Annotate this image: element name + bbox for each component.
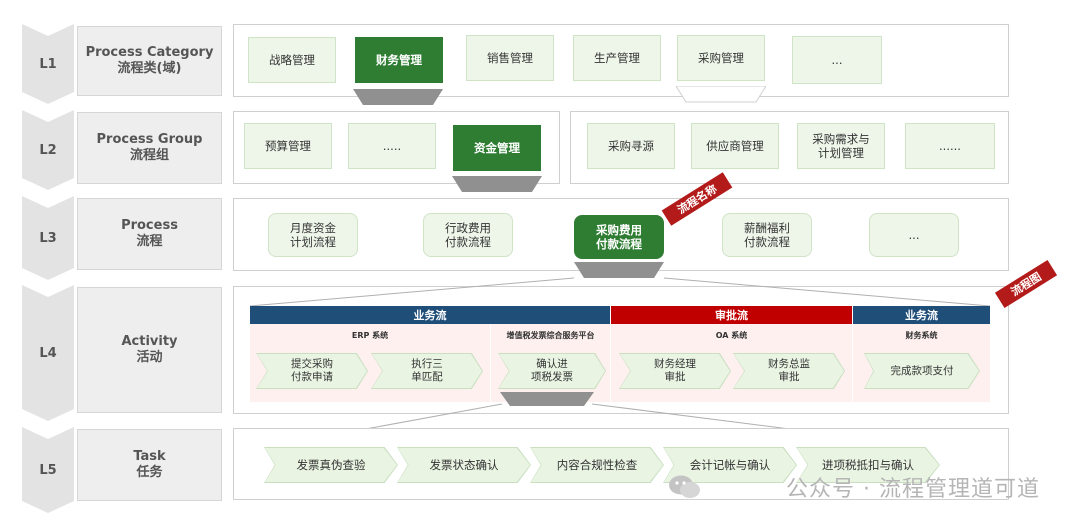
arrow-down-icon [574,262,664,278]
activity-step[interactable]: 完成款项支付 [865,354,979,388]
l2-item[interactable]: ..... [348,123,436,169]
system-label: 财务系统 [905,331,938,340]
flow-header-approval: 审批流 [611,306,852,324]
task-step[interactable]: 会计记帐与确认 [664,448,796,482]
level-marker-l2: L2 [22,110,74,190]
task-step[interactable]: 发票真伪查验 [265,448,397,482]
l2-item[interactable]: 采购需求与 计划管理 [797,123,885,169]
l3-item-selected[interactable]: 采购费用 付款流程 [574,215,664,259]
l2-item[interactable]: 采购寻源 [587,123,675,169]
l2-item[interactable]: 预算管理 [244,123,332,169]
l1-item[interactable]: 采购管理 [677,35,765,81]
l2-item-selected[interactable]: 资金管理 [453,125,541,171]
flow-header-business: 业务流 [853,306,990,324]
level-marker-l3: L3 [22,196,74,280]
system-label: OA 系统 [715,331,748,340]
system-label: ERP 系统 [351,331,389,340]
activity-step[interactable]: 确认进 项税发票 [499,354,605,388]
watermark-text: 公众号 · 流程管理道可道 [786,477,1040,502]
flow-header-business: 业务流 [250,306,610,324]
arrow-down-icon [500,392,594,406]
l1-item[interactable]: 战略管理 [248,37,336,83]
l1-item[interactable]: 生产管理 [573,35,661,81]
activity-step[interactable]: 财务总监 审批 [734,354,844,388]
l2-item[interactable]: 供应商管理 [691,123,779,169]
l1-item-selected[interactable]: 财务管理 [355,37,443,83]
activity-step[interactable]: 执行三 单匹配 [372,354,482,388]
l1-item[interactable]: 销售管理 [466,35,554,81]
activity-step[interactable]: 提交采购 付款申请 [257,354,367,388]
activity-step[interactable]: 财务经理 审批 [620,354,730,388]
l3-item[interactable]: ... [869,213,959,257]
arrow-down-icon [676,86,766,103]
task-step[interactable]: 发票状态确认 [398,448,530,482]
l3-item[interactable]: 行政费用 付款流程 [423,213,513,257]
task-step[interactable]: 内容合规性检查 [531,448,663,482]
level-marker-l4: L4 [22,285,74,421]
l3-item[interactable]: 月度资金 计划流程 [268,213,358,257]
system-label: 增值税发票综合服务平台 [506,331,595,340]
arrow-down-icon [353,89,443,105]
task-step[interactable]: 进项税抵扣与确认 [797,448,939,482]
level-marker-l1: L1 [22,24,74,104]
l3-item[interactable]: 薪酬福利 付款流程 [722,213,812,257]
arrow-down-icon [452,176,542,192]
l1-item[interactable]: ... [792,36,882,84]
l2-item[interactable]: ...... [905,123,995,169]
level-marker-l5: L5 [22,427,74,513]
wechat-icon [669,475,700,498]
